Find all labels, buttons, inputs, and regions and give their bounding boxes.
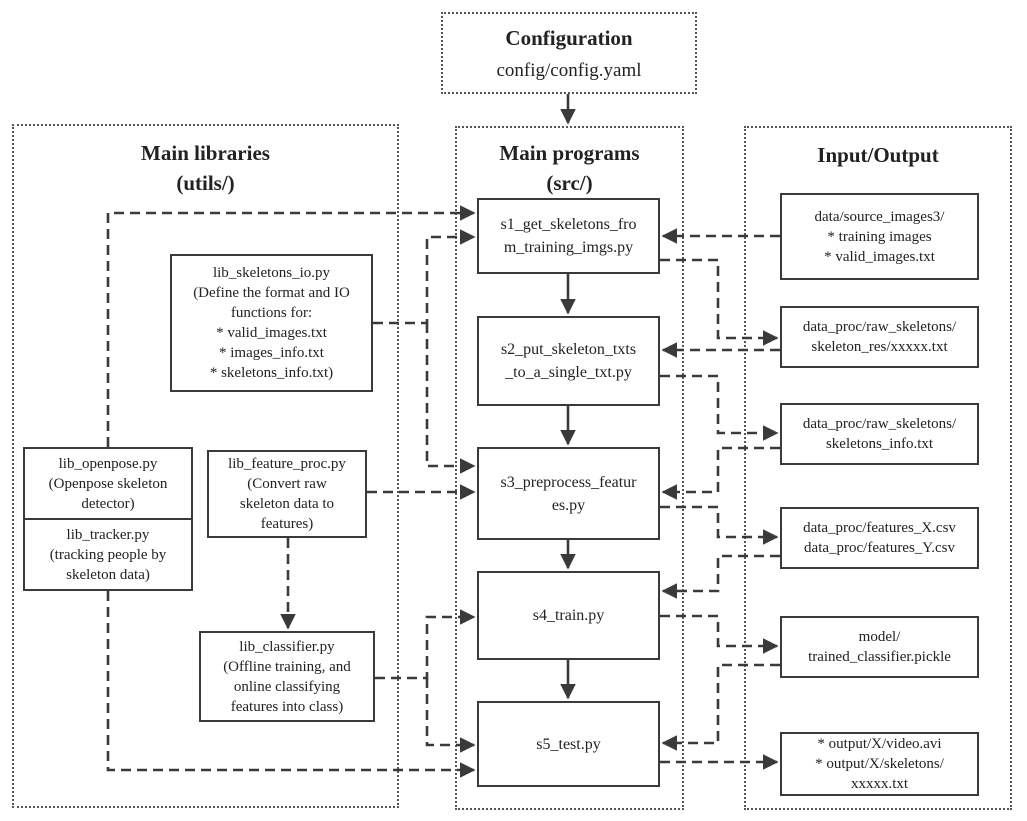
program-s3: s3_preprocess_featur es.py (477, 447, 660, 540)
io-output-label: * output/X/video.avi * output/X/skeleton… (815, 736, 944, 792)
program-s4-label: s4_train.py (532, 607, 605, 624)
io-source-images: data/source_images3/ * training images *… (780, 193, 979, 280)
io-source-images-label: data/source_images3/ * training images *… (814, 208, 945, 265)
dash-classifier-to-s4 (375, 609, 476, 680)
io-output: * output/X/video.avi * output/X/skeleton… (780, 732, 979, 796)
io-features-label: data_proc/features_X.csv data_proc/featu… (803, 520, 956, 556)
dash-skeletons-io-to-s3 (425, 323, 476, 474)
program-s4: s4_train.py (477, 571, 660, 660)
io-skeletons-info-label: data_proc/raw_skeletons/ skeletons_info.… (802, 416, 957, 452)
program-s5: s5_test.py (477, 701, 660, 787)
program-s2-label: s2_put_skeleton_txts _to_a_single_txt.py (500, 341, 637, 381)
config-path: config/config.yaml (496, 60, 642, 81)
lib-classifier: lib_classifier.py (Offline training, and… (199, 631, 375, 722)
config-title: Configuration (505, 26, 633, 50)
program-s1-label: s1_get_skeletons_fro m_training_imgs.py (500, 216, 637, 256)
dash-openpose-to-s1 (106, 205, 476, 447)
input-output-group: Input/Output (744, 126, 1012, 810)
lib-feature-proc-label: lib_feature_proc.py (Convert raw skeleto… (228, 456, 346, 532)
main-libraries-title: Main libraries (utils/) (141, 141, 270, 195)
dash-s4-to-model (660, 614, 779, 654)
lib-feature-proc: lib_feature_proc.py (Convert raw skeleto… (207, 450, 367, 538)
program-s5-label: s5_test.py (536, 735, 601, 753)
dash-s3-to-features (660, 505, 779, 545)
program-s1: s1_get_skeletons_fro m_training_imgs.py (477, 198, 660, 274)
lib-tracker: lib_tracker.py (tracking people by skele… (23, 518, 193, 591)
program-s2: s2_put_skeleton_txts _to_a_single_txt.py (477, 316, 660, 406)
program-s3-label: s3_preprocess_featur es.py (500, 473, 637, 514)
config-box: Configuration config/config.yaml (441, 12, 697, 94)
lib-tracker-label: lib_tracker.py (tracking people by skele… (49, 526, 167, 583)
dash-model-to-s5 (661, 663, 780, 751)
dash-skeletons-io-to-s1 (373, 229, 476, 325)
dash-features-to-s4 (661, 554, 780, 599)
io-model-label: model/ trained_classifier.pickle (808, 629, 951, 665)
input-output-title: Input/Output (817, 143, 939, 167)
lib-skeletons-io-label: lib_skeletons_io.py (Define the format a… (193, 265, 350, 381)
io-raw-skeletons: data_proc/raw_skeletons/ skeleton_res/xx… (780, 306, 979, 368)
dash-classifier-to-s5 (425, 678, 476, 753)
main-libraries-group: Main libraries (utils/) (12, 124, 399, 808)
io-model: model/ trained_classifier.pickle (780, 616, 979, 678)
io-raw-skeletons-label: data_proc/raw_skeletons/ skeleton_res/xx… (802, 319, 957, 355)
lib-classifier-label: lib_classifier.py (Offline training, and… (223, 638, 351, 715)
dash-skeletons-info-to-s3 (661, 446, 780, 500)
dash-tracker-to-s5 (106, 591, 476, 778)
io-features: data_proc/features_X.csv data_proc/featu… (780, 507, 979, 569)
dash-s1-to-raw-skeletons (660, 258, 779, 346)
lib-openpose-label: lib_openpose.py (Openpose skeleton detec… (48, 455, 168, 512)
main-programs-title: Main programs (src/) (499, 141, 640, 195)
main-programs-group: Main programs (src/) (455, 126, 684, 810)
io-skeletons-info: data_proc/raw_skeletons/ skeletons_info.… (780, 403, 979, 465)
lib-skeletons-io: lib_skeletons_io.py (Define the format a… (170, 254, 373, 392)
dash-s2-to-skeletons-info (660, 374, 779, 441)
